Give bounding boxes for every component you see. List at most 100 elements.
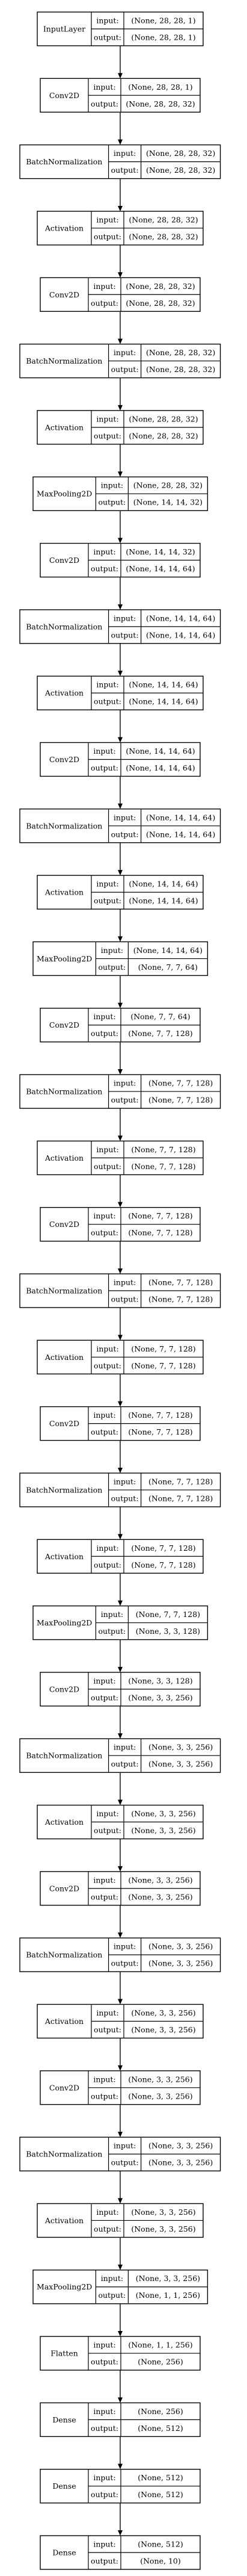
- layer-type-label: Flatten: [50, 2349, 78, 2358]
- edge-arrow-head: [118, 471, 123, 477]
- output-shape-value: (None, 3, 3, 256): [131, 2025, 195, 2034]
- layer-type-label: MaxPooling2D: [37, 2282, 92, 2291]
- output-shape-value: (None, 14, 14, 32): [133, 498, 203, 507]
- output-label: output:: [94, 2025, 121, 2034]
- output-shape-value: (None, 3, 3, 256): [128, 1892, 192, 1901]
- output-shape-value: (None, 3, 3, 128): [136, 1627, 200, 1636]
- output-shape-value: (None, 14, 14, 64): [129, 697, 198, 706]
- input-label: input:: [96, 16, 118, 25]
- output-shape-value: (None, 7, 7, 64): [138, 963, 198, 972]
- input-label: input:: [96, 1809, 118, 1818]
- output-label: output:: [91, 1892, 118, 1901]
- layer-type-label: MaxPooling2D: [37, 489, 92, 498]
- output-shape-value: (None, 14, 14, 64): [129, 896, 198, 905]
- edge-arrow-head: [118, 1799, 123, 1805]
- input-shape-value: (None, 14, 14, 64): [129, 680, 198, 689]
- input-shape-value: (None, 28, 28, 32): [146, 149, 215, 158]
- input-shape-value: (None, 28, 28, 32): [129, 414, 198, 423]
- input-shape-value: (None, 28, 28, 32): [129, 215, 198, 224]
- edge-arrow-head: [118, 1202, 123, 1208]
- edge-arrow-head: [118, 870, 123, 876]
- output-label: output:: [91, 564, 118, 573]
- input-label: input:: [96, 880, 118, 889]
- output-label: output:: [98, 1627, 126, 1636]
- edge-arrow-head: [118, 2264, 123, 2270]
- input-shape-value: (None, 7, 7, 128): [131, 1145, 195, 1154]
- output-label: output:: [111, 1096, 139, 1105]
- input-label: input:: [114, 348, 136, 357]
- output-label: output:: [98, 2291, 126, 2300]
- input-shape-value: (None, 3, 3, 256): [128, 1875, 192, 1884]
- layer-type-label: BatchNormalization: [26, 1087, 102, 1096]
- input-label: input:: [96, 1544, 118, 1553]
- output-label: output:: [94, 2224, 121, 2233]
- output-label: output:: [94, 431, 121, 440]
- layer-type-label: Activation: [44, 223, 84, 232]
- output-label: output:: [94, 1560, 121, 1569]
- input-label: input:: [93, 2540, 115, 2549]
- layer-type-label: BatchNormalization: [26, 157, 102, 166]
- input-label: input:: [114, 813, 136, 822]
- edge-arrow-head: [118, 1932, 123, 1938]
- output-shape-value: (None, 3, 3, 256): [131, 2224, 195, 2233]
- edge-arrow-head: [118, 538, 123, 544]
- output-shape-value: (None, 7, 7, 128): [148, 1295, 213, 1304]
- output-label: output:: [111, 166, 139, 175]
- layer-type-label: Activation: [44, 1552, 84, 1561]
- input-shape-value: (None, 14, 14, 64): [146, 613, 215, 622]
- input-shape-value: (None, 7, 7, 128): [131, 1344, 195, 1353]
- output-label: output:: [94, 1162, 121, 1171]
- input-shape-value: (None, 28, 28, 1): [131, 16, 195, 25]
- output-shape-value: (None, 256): [138, 2357, 183, 2367]
- output-shape-value: (None, 28, 28, 1): [131, 33, 195, 42]
- output-shape-value: (None, 3, 3, 256): [131, 1826, 195, 1835]
- input-label: input:: [93, 2341, 115, 2350]
- edge-arrow-head: [118, 1467, 123, 1473]
- edge-arrow-head: [118, 936, 123, 942]
- output-shape-value: (None, 7, 7, 128): [148, 1494, 213, 1503]
- output-shape-value: (None, 3, 3, 256): [148, 2158, 213, 2167]
- layer-type-label: Conv2D: [49, 1884, 79, 1893]
- edge-arrow-head: [118, 671, 123, 677]
- layer-type-label: Conv2D: [49, 755, 79, 764]
- output-shape-value: (None, 512): [138, 2490, 183, 2499]
- input-label: input:: [114, 149, 136, 158]
- layer-type-label: Activation: [44, 1353, 84, 1362]
- input-label: input:: [96, 1145, 118, 1154]
- input-shape-value: (None, 7, 7, 128): [148, 1477, 213, 1486]
- input-shape-value: (None, 28, 28, 32): [146, 348, 215, 357]
- input-label: input:: [93, 746, 115, 756]
- input-label: input:: [101, 1610, 123, 1619]
- edge-arrow-head: [118, 1733, 123, 1739]
- output-shape-value: (None, 1, 1, 256): [136, 2291, 200, 2300]
- input-label: input:: [114, 1079, 136, 1088]
- output-shape-value: (None, 3, 3, 256): [128, 1693, 192, 1702]
- output-label: output:: [111, 630, 139, 639]
- input-shape-value: (None, 256): [138, 2407, 183, 2416]
- output-shape-value: (None, 7, 7, 128): [131, 1361, 195, 1370]
- output-shape-value: (None, 14, 14, 64): [146, 830, 215, 839]
- layer-type-label: BatchNormalization: [26, 356, 102, 365]
- output-shape-value: (None, 7, 7, 128): [128, 1427, 192, 1436]
- input-shape-value: (None, 3, 3, 256): [148, 2141, 213, 2150]
- output-shape-value: (None, 7, 7, 128): [128, 1228, 192, 1237]
- layer-type-label: MaxPooling2D: [37, 1618, 92, 1627]
- output-label: output:: [111, 1760, 139, 1769]
- input-label: input:: [96, 215, 118, 224]
- output-shape-value: (None, 7, 7, 128): [131, 1162, 195, 1171]
- input-shape-value: (None, 14, 14, 32): [126, 547, 195, 556]
- output-shape-value: (None, 7, 7, 128): [131, 1560, 195, 1569]
- input-shape-value: (None, 7, 7, 64): [130, 1012, 190, 1021]
- output-shape-value: (None, 7, 7, 128): [128, 1029, 192, 1038]
- layer-type-label: Conv2D: [49, 1684, 79, 1693]
- output-shape-value: (None, 28, 28, 32): [129, 431, 198, 440]
- edge-arrow-head: [118, 405, 123, 411]
- edge-arrow-head: [118, 1401, 123, 1407]
- edge-arrow-head: [118, 73, 123, 79]
- input-shape-value: (None, 512): [138, 2473, 183, 2482]
- input-label: input:: [114, 1477, 136, 1486]
- input-label: input:: [96, 2208, 118, 2217]
- layer-type-label: Activation: [44, 1817, 84, 1826]
- output-label: output:: [94, 896, 121, 905]
- input-shape-value: (None, 3, 3, 256): [131, 1809, 195, 1818]
